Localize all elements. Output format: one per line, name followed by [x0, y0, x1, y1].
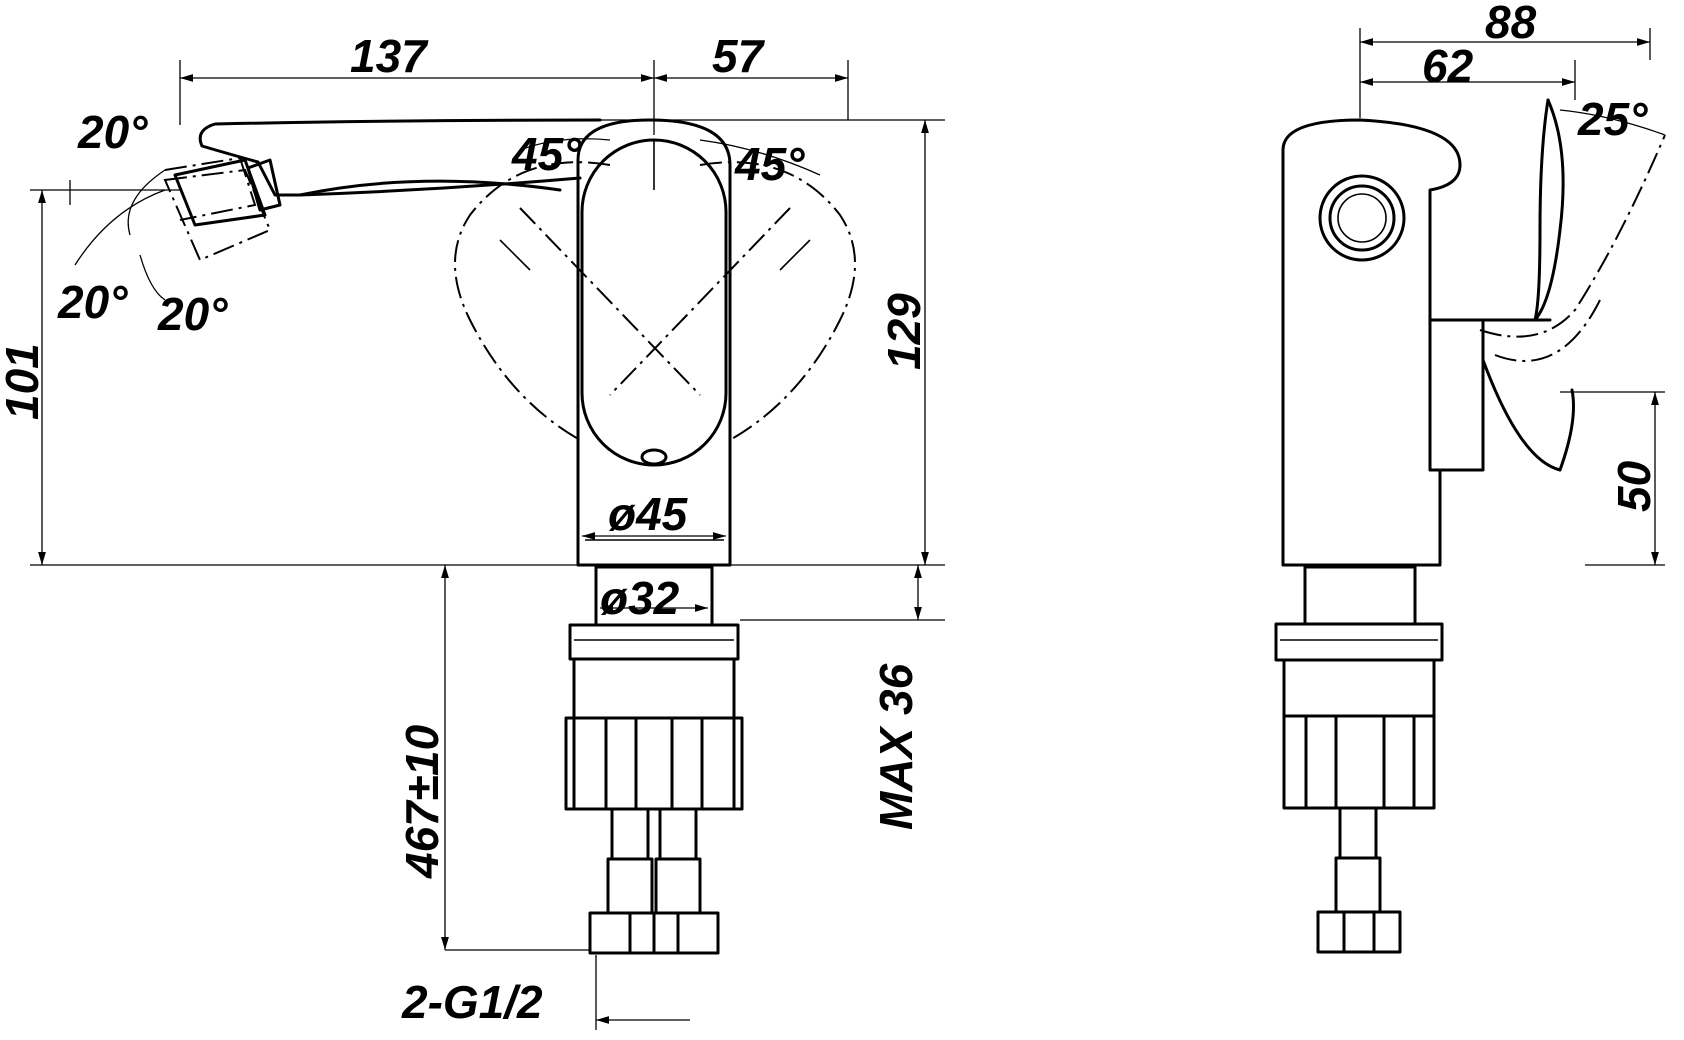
side-dimension-lines: [1359, 28, 1666, 566]
lever-swing-outline: [454, 140, 856, 441]
supply-hoses: [588, 807, 720, 955]
dim-total-height: 129: [878, 293, 930, 370]
front-dimension-lines: [30, 60, 945, 1030]
dim-body-depth: 62: [1422, 40, 1474, 92]
dim-lever-angle: 25°: [1577, 93, 1648, 145]
dim-spout-angle-top: 20°: [77, 106, 148, 158]
dim-body-diameter: ø45: [608, 488, 689, 540]
front-view: 137 57 20° 20° 20° 45° 45° 101 129 ø45 ø…: [0, 30, 945, 1030]
spout: [163, 118, 602, 262]
dim-total-depth: 88: [1485, 0, 1537, 48]
dim-lever-height: 50: [1608, 460, 1660, 512]
front-dimension-labels: 137 57 20° 20° 20° 45° 45° 101 129 ø45 ø…: [0, 30, 930, 1028]
side-dimension-labels: 88 62 25° 50: [1422, 0, 1660, 512]
dim-lever-left-angle: 45°: [511, 128, 582, 180]
aerator: [1318, 174, 1406, 262]
faucet-body-side: [1281, 98, 1666, 567]
dim-handle-offset: 57: [712, 30, 766, 82]
dim-spout-height: 101: [0, 343, 48, 420]
side-view: 88 62 25° 50: [1274, 0, 1666, 954]
mounting-assembly: [564, 565, 744, 811]
dim-lever-right-angle: 45°: [734, 138, 805, 190]
dim-spout-length: 137: [350, 30, 429, 82]
dim-spout-angle-right: 20°: [157, 288, 228, 340]
dim-hose-length: 467±10: [396, 724, 448, 879]
dim-max-deck: MAX 36: [870, 663, 922, 830]
dim-shank-diameter: ø32: [600, 572, 680, 624]
dim-spout-angle-left: 20°: [57, 276, 128, 328]
mounting-assembly-side: [1274, 565, 1444, 954]
dim-connection-thread: 2-G1/2: [401, 976, 543, 1028]
